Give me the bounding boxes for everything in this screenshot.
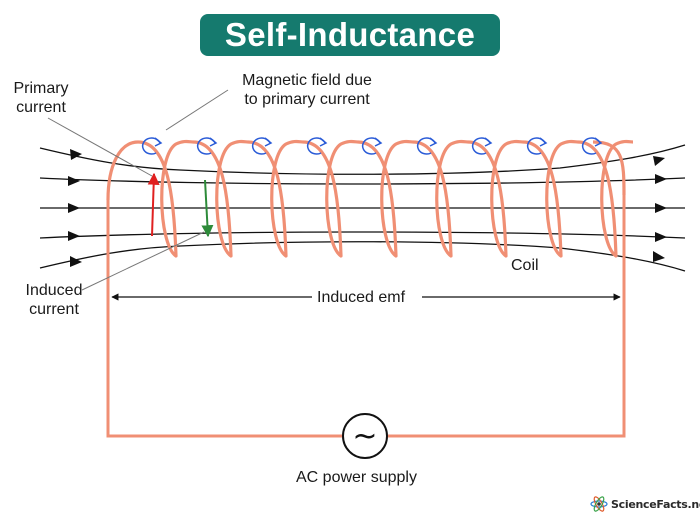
field-loops (141, 137, 603, 155)
magnetic-field-pointer (165, 89, 229, 131)
watermark: ScienceFacts.net (590, 495, 700, 513)
coil-turn (412, 139, 469, 258)
coil-turn (137, 139, 194, 258)
field-line (39, 177, 686, 185)
coil-turn (467, 139, 524, 258)
circuit-wire (106, 195, 626, 438)
primary-current-line-2: current (16, 99, 66, 116)
field-arrow-icon (653, 251, 665, 262)
ac-source-symbol: ~ (352, 419, 377, 454)
coil-turn (192, 139, 249, 258)
magnetic-field-label: Magnetic field due to primary current (230, 71, 384, 109)
magnetic-field-line-2: to primary current (244, 91, 370, 108)
field-loop-icon (526, 137, 548, 155)
atom-logo-icon (590, 496, 608, 512)
induced-current-arrow (201, 179, 214, 238)
field-loop-icon (581, 137, 603, 155)
field-arrow-icon (655, 203, 667, 213)
primary-current-pointer (47, 117, 153, 177)
coil-turn (302, 139, 359, 258)
induced-emf-label: Induced emf (317, 289, 406, 306)
coil-label: Coil (511, 257, 539, 274)
field-line (39, 241, 686, 272)
watermark-text: ScienceFacts.net (611, 497, 700, 511)
field-arrow-icon (68, 231, 80, 241)
magnetic-field-line-1: Magnetic field due (242, 72, 372, 89)
induced-current-line-2: current (29, 301, 79, 318)
induced-current-line-1: Induced (25, 282, 83, 299)
induced-current-pointer (81, 231, 205, 291)
field-arrow-icon (70, 149, 82, 160)
field-loop-icon (141, 137, 163, 155)
field-line-arrows (68, 149, 667, 267)
induced-current-label: Induced current (22, 281, 86, 319)
field-loop-icon (196, 137, 218, 155)
coil (106, 139, 634, 258)
field-loop-icon (416, 137, 438, 155)
page-title: Self-Inductance (224, 16, 476, 53)
field-arrow-icon (68, 176, 80, 186)
ac-supply-label: AC power supply (296, 469, 417, 486)
field-arrow-icon (70, 256, 82, 267)
coil-lead (106, 140, 139, 201)
coil-turn (577, 139, 634, 258)
coil-turn (247, 139, 304, 258)
primary-current-arrow (147, 172, 160, 237)
field-lines (39, 144, 686, 272)
primary-current-line-1: Primary (13, 80, 69, 97)
coil-turn (357, 139, 414, 258)
field-loop-icon (361, 137, 383, 155)
field-arrow-icon (68, 203, 80, 213)
field-loop-icon (471, 137, 493, 155)
field-arrow-icon (653, 156, 665, 166)
primary-current-label: Primary current (9, 79, 73, 117)
field-loop-icon (306, 137, 328, 155)
ac-source-circle (342, 413, 388, 459)
field-line (39, 231, 686, 239)
field-arrow-icon (655, 232, 667, 242)
coil-turn (522, 139, 579, 258)
title-badge: Self-Inductance (200, 14, 500, 56)
field-loop-icon (251, 137, 273, 155)
field-line (39, 144, 686, 175)
field-arrow-icon (655, 174, 667, 184)
